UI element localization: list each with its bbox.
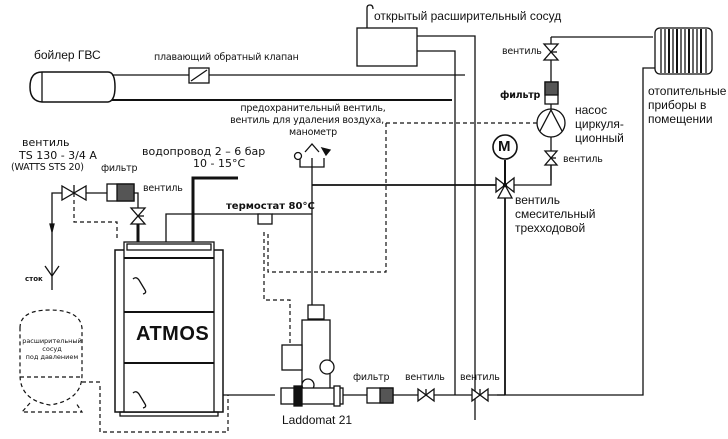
floating-check-valve — [188, 67, 210, 84]
label-safety-3: манометр — [289, 127, 337, 138]
label-filter-bottom: фильтр — [353, 372, 390, 383]
valve-top-right-icon — [542, 43, 560, 61]
valve-bottom-1-icon — [417, 387, 435, 403]
label-ts-valve-2: TS 130 - 3/4 A — [19, 149, 97, 162]
label-filter-ts: фильтр — [101, 163, 138, 174]
label-laddomat: Laddomat 21 — [282, 413, 353, 427]
label-valve-bottom-2: вентиль — [460, 372, 500, 383]
motor-actuator-icon — [492, 134, 518, 160]
label-motor: M — [498, 138, 511, 155]
pipe-water-supply — [191, 176, 238, 242]
label-ts-valve-1: вентиль — [22, 136, 70, 149]
label-valve-left: вентиль — [143, 183, 183, 194]
label-safety-1: предохранительный вентиль, — [240, 103, 386, 114]
label-pump-1: насос — [575, 103, 608, 117]
label-dhw-boiler: бойлер ГВС — [34, 48, 101, 62]
label-water-supply-2: 10 - 15°C — [193, 157, 246, 170]
label-floating-check-valve: плавающий обратный клапан — [154, 52, 299, 63]
label-pressure-vessel-1: расширительный — [22, 337, 82, 345]
ts-valve-icon — [61, 184, 107, 202]
label-mixing-valve-1: вентиль — [515, 193, 560, 207]
brand-label-atmos: ATMOS — [136, 323, 210, 345]
pipe-thermostat — [165, 213, 260, 242]
pipe-radiator-return — [497, 67, 655, 396]
valve-below-pump-icon — [543, 150, 559, 166]
label-pump-2: циркуля- — [575, 117, 624, 131]
dhw-boiler — [29, 71, 116, 103]
three-way-mixing-valve-icon — [495, 160, 515, 395]
label-mixing-valve-2: смесительный — [515, 207, 596, 221]
filter-bottom-icon — [366, 387, 394, 404]
thermostat-sensor — [257, 213, 273, 225]
label-pressure-vessel-3: под давлением — [25, 353, 79, 361]
drain-line — [44, 192, 62, 290]
label-valve-bottom-1: вентиль — [405, 372, 445, 383]
filter-left-icon — [106, 183, 139, 208]
circulation-pump-icon — [536, 108, 566, 138]
label-radiators-3: помещении — [648, 112, 713, 126]
label-radiators-1: отопительные — [648, 84, 727, 98]
filter-pump-icon — [544, 81, 559, 105]
safety-group-icon — [293, 143, 332, 310]
label-mixing-valve-3: трехходовой — [515, 221, 586, 235]
label-safety-2: вентиль для удаления воздуха, — [230, 115, 384, 126]
label-pressure-vessel-2: сосуд — [42, 345, 62, 353]
valve-bottom-2-icon — [471, 387, 489, 403]
label-valve-below-pump: вентиль — [563, 154, 603, 165]
label-filter-pump: фильтр — [500, 90, 541, 101]
radiator-icon — [654, 27, 713, 75]
label-thermostat: термостат 80°C — [226, 201, 315, 212]
label-drain: сток — [25, 275, 43, 283]
label-radiators-2: приборы в — [648, 98, 707, 112]
label-open-expansion-vessel: открытый расширительный сосуд — [374, 9, 562, 23]
label-water-supply-1: водопровод 2 – 6 бар — [142, 145, 266, 158]
valve-left-icon — [129, 207, 147, 242]
label-pump-3: ционный — [575, 131, 624, 145]
laddomat-21-icon — [280, 304, 344, 407]
label-ts-valve-3: (WATTS STS 20) — [11, 162, 84, 173]
label-valve-top-right: вентиль — [502, 46, 542, 57]
dashed-thermostat-line — [267, 123, 387, 273]
atmos-boiler — [114, 241, 224, 417]
open-expansion-vessel — [356, 4, 476, 420]
